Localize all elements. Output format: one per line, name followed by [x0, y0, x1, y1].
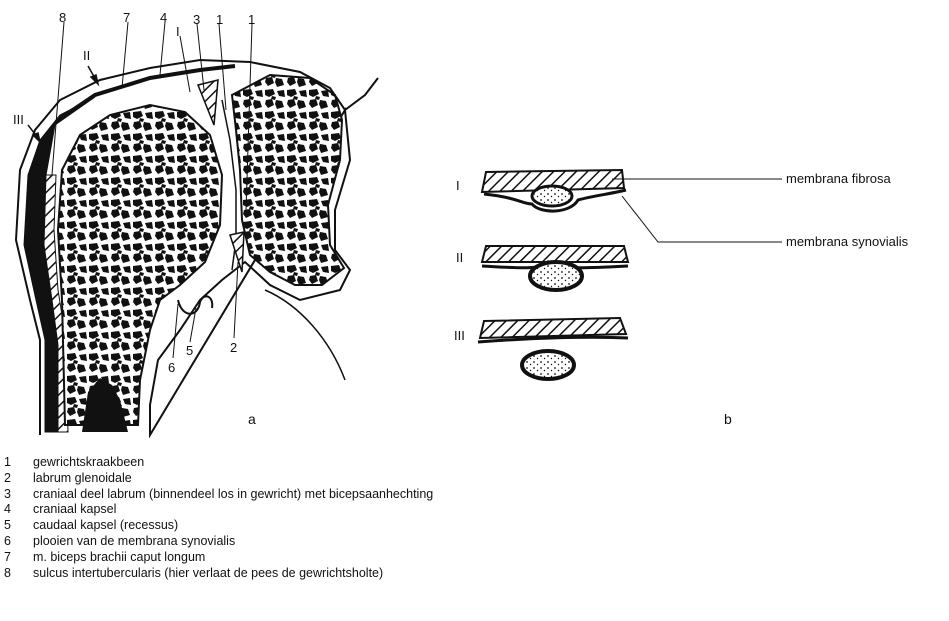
row-I-label: I [456, 178, 460, 193]
legend-item: 8 sulcus intertubercularis (hier verlaat… [4, 566, 904, 582]
legend: 1 gewrichtskraakbeen 2 labrum glenoidale… [4, 455, 904, 581]
section-III: III [454, 318, 628, 379]
label-III-a: III [13, 112, 24, 127]
legend-text: labrum glenoidale [33, 471, 904, 487]
panel-b-label: b [724, 411, 732, 427]
joint-diagram: 8 7 4 3 1 1 6 5 2 II III I a I II [0, 0, 949, 460]
legend-number: 6 [4, 534, 33, 550]
scapula-neck [265, 290, 345, 380]
legend-number: 1 [4, 455, 33, 471]
legend-text: plooien van de membrana synovialis [33, 534, 904, 550]
label-4: 4 [160, 10, 167, 25]
label-6: 6 [168, 360, 175, 375]
label-1a: 1 [216, 12, 223, 27]
glenoid [232, 75, 344, 285]
legend-text: craniaal deel labrum (binnendeel los in … [33, 487, 904, 503]
annotation-membrana-synovialis: membrana synovialis [786, 234, 909, 249]
legend-number: 3 [4, 487, 33, 503]
annotation-membrana-fibrosa: membrana fibrosa [786, 171, 892, 186]
panel-b-drawing: I II III [454, 170, 782, 379]
row-II-label: II [456, 250, 463, 265]
legend-text: caudaal kapsel (recessus) [33, 518, 904, 534]
legend-number: 4 [4, 502, 33, 518]
label-3: 3 [193, 12, 200, 27]
label-7: 7 [123, 10, 130, 25]
legend-item: 5 caudaal kapsel (recessus) [4, 518, 904, 534]
legend-item: 7 m. biceps brachii caput longum [4, 550, 904, 566]
label-2: 2 [230, 340, 237, 355]
label-II-a: II [83, 48, 90, 63]
panel-a-drawing [16, 22, 378, 435]
section-I: I [456, 170, 626, 211]
legend-text: craniaal kapsel [33, 502, 904, 518]
label-I-a: I [176, 24, 180, 39]
legend-number: 5 [4, 518, 33, 534]
label-8: 8 [59, 10, 66, 25]
legend-number: 2 [4, 471, 33, 487]
panel-b-labels: membrana fibrosa membrana synovialis b [724, 171, 909, 427]
legend-number: 8 [4, 566, 33, 582]
legend-number: 7 [4, 550, 33, 566]
legend-item: 1 gewrichtskraakbeen [4, 455, 904, 471]
section-II: II [456, 246, 628, 290]
legend-text: sulcus intertubercularis (hier verlaat d… [33, 566, 904, 582]
legend-text: m. biceps brachii caput longum [33, 550, 904, 566]
row-III-label: III [454, 328, 465, 343]
label-1b: 1 [248, 12, 255, 27]
annotation-leaders [612, 179, 782, 242]
panel-a-label: a [248, 411, 256, 427]
legend-item: 4 craniaal kapsel [4, 502, 904, 518]
legend-item: 2 labrum glenoidale [4, 471, 904, 487]
legend-text: gewrichtskraakbeen [33, 455, 904, 471]
legend-item: 6 plooien van de membrana synovialis [4, 534, 904, 550]
humeral-head [58, 105, 222, 425]
label-5: 5 [186, 343, 193, 358]
legend-item: 3 craniaal deel labrum (binnendeel los i… [4, 487, 904, 503]
